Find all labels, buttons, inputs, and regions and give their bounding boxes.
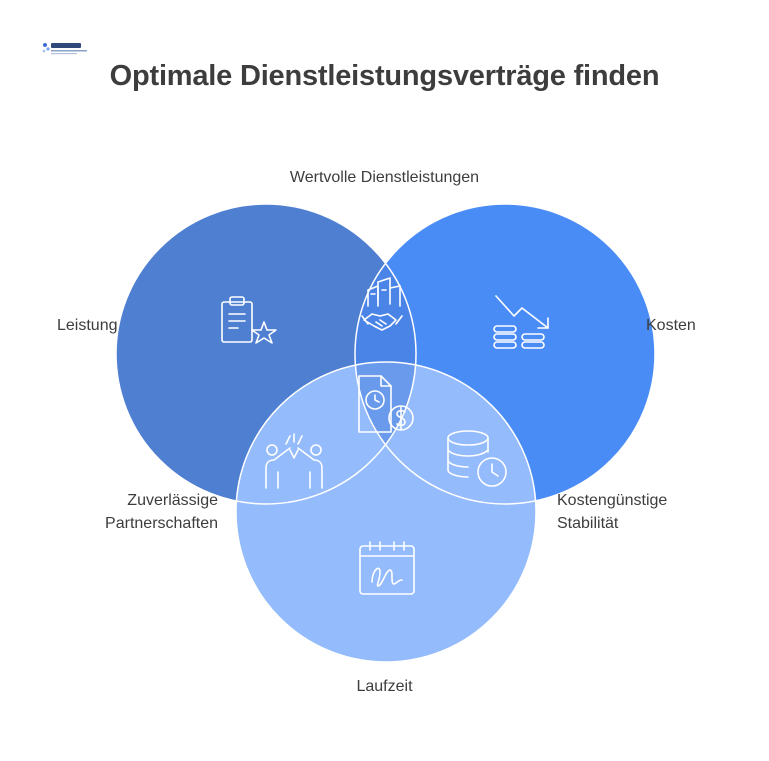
label-line: Partnerschaften (105, 515, 218, 532)
document-clock-dollar-icon (358, 375, 414, 433)
label-line: Kostengünstige (557, 492, 668, 509)
label-kosten: Kosten (646, 317, 696, 334)
label-zuverlaessige-partnerschaften: Zuverlässige Partnerschaften (60, 489, 218, 535)
clipboard-star-icon (221, 296, 277, 344)
company-logo-icon (42, 43, 87, 55)
calendar-signature-icon (359, 541, 415, 595)
high-five-icon (265, 433, 323, 489)
coins-decline-icon (493, 295, 549, 349)
label-line: Zuverlässige (127, 492, 218, 509)
label-wertvolle-dienstleistungen: Wertvolle Dienstleistungen (289, 169, 480, 186)
label-leistung: Leistung (57, 317, 118, 334)
label-line: Stabilität (557, 515, 619, 532)
label-kostenguenstige-stabilitaet: Kostengünstige Stabilität (557, 489, 667, 535)
database-clock-icon (447, 430, 507, 487)
handshake-building-icon (361, 277, 403, 331)
circle-laufzeit (236, 362, 536, 662)
page-title: Optimale Dienstleistungsverträge finden (109, 60, 660, 92)
label-laufzeit: Laufzeit (356, 678, 413, 695)
